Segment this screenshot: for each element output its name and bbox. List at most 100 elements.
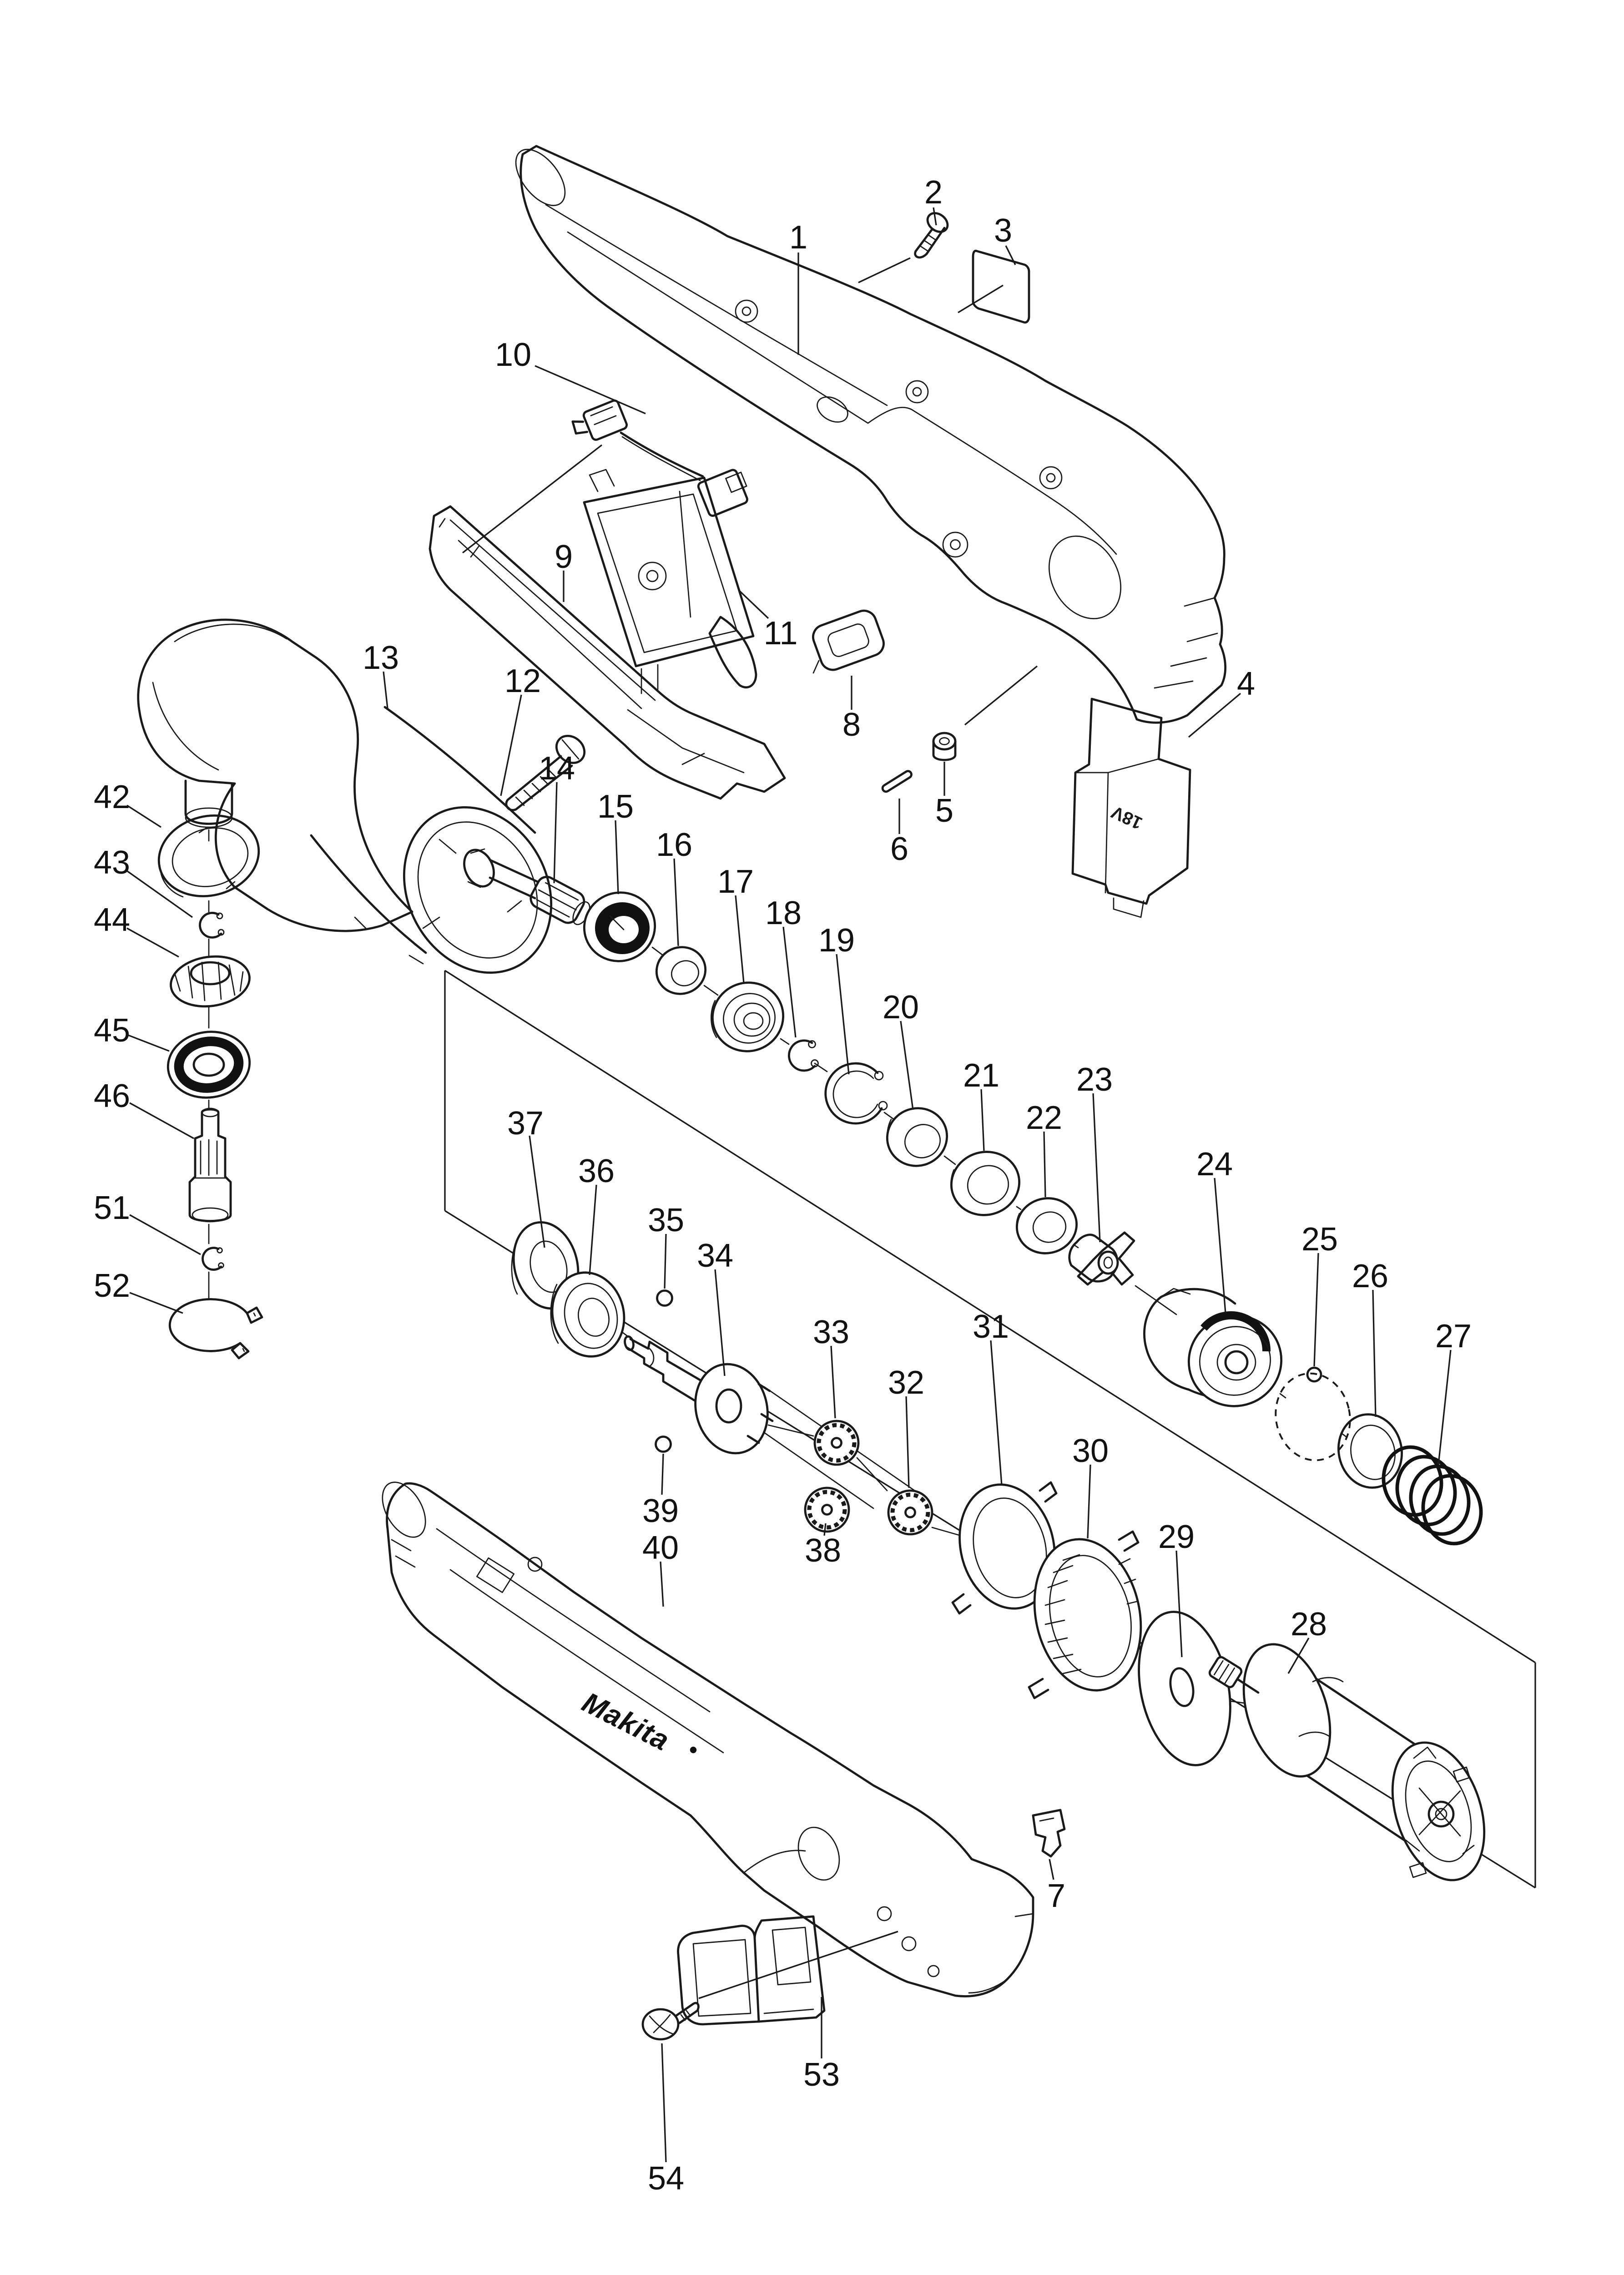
leader-part-52 xyxy=(129,1292,183,1314)
part-label-22: 22 xyxy=(1026,1100,1062,1136)
part-label-4: 4 xyxy=(1237,666,1255,702)
part-10 xyxy=(571,399,748,517)
part-7 xyxy=(1032,1809,1066,1858)
leader-part-44 xyxy=(126,927,179,958)
leader-part-33 xyxy=(830,1345,836,1419)
part-label-25: 25 xyxy=(1301,1221,1338,1258)
leader-part-15 xyxy=(615,820,619,895)
part-46 xyxy=(188,1107,232,1223)
part-39 xyxy=(655,1436,672,1453)
leader-part-32 xyxy=(905,1396,910,1488)
part-label-52: 52 xyxy=(94,1268,130,1304)
leader-part-46 xyxy=(129,1102,194,1139)
part-label-54: 54 xyxy=(648,2160,684,2197)
part-label-43: 43 xyxy=(94,844,130,881)
part-20 xyxy=(886,1107,948,1167)
part-label-14: 14 xyxy=(539,750,575,787)
part-53 xyxy=(677,1915,826,2026)
part-33 xyxy=(813,1420,860,1466)
part-label-40: 40 xyxy=(642,1530,679,1566)
part-label-30: 30 xyxy=(1072,1433,1109,1469)
part-44 xyxy=(170,955,251,1008)
part-label-45: 45 xyxy=(94,1012,130,1049)
part-32 xyxy=(887,1489,933,1536)
leader-part-2 xyxy=(858,257,911,283)
leader-part-3 xyxy=(958,284,1004,313)
leader-part-39 xyxy=(661,1453,664,1495)
leader-part-2 xyxy=(933,207,937,226)
leader-part-23 xyxy=(1092,1093,1101,1243)
leader-part-19 xyxy=(836,954,850,1075)
leader-part-25 xyxy=(1313,1253,1319,1367)
part-label-6: 6 xyxy=(890,831,908,867)
part-5 xyxy=(932,732,957,761)
leader-part-11 xyxy=(739,590,769,619)
part-label-10: 10 xyxy=(495,337,531,373)
part-label-51: 51 xyxy=(94,1190,130,1226)
part-label-2: 2 xyxy=(924,174,943,211)
part-38 xyxy=(804,1486,850,1533)
part-42 xyxy=(157,814,260,898)
leader-part-27 xyxy=(1437,1350,1452,1465)
part-label-17: 17 xyxy=(717,864,754,900)
part-43 xyxy=(199,911,225,939)
part-45 xyxy=(166,1031,251,1099)
leader-part-4 xyxy=(1188,693,1241,738)
leader-part-16 xyxy=(673,858,679,946)
part-label-37: 37 xyxy=(507,1105,544,1142)
leader-part-51 xyxy=(129,1214,201,1255)
part-8 xyxy=(812,609,885,674)
leader-part-38 xyxy=(823,1523,827,1536)
leader-part-29 xyxy=(1175,1550,1183,1658)
part-label-28: 28 xyxy=(1291,1606,1327,1643)
leader-part-13 xyxy=(383,671,388,709)
part-label-12: 12 xyxy=(504,663,541,699)
part-label-53: 53 xyxy=(803,2057,840,2093)
leader-part-35 xyxy=(664,1234,667,1289)
leader-part-45 xyxy=(126,1034,170,1052)
part-label-18: 18 xyxy=(765,895,802,931)
leader-part-7 xyxy=(1049,1859,1054,1880)
leader-part-28 xyxy=(1287,1638,1310,1674)
part-36 xyxy=(550,1271,625,1358)
part-12 xyxy=(505,734,586,811)
leader-part-26 xyxy=(1372,1289,1377,1417)
part-11 xyxy=(583,469,757,694)
leader-part-22 xyxy=(1043,1131,1046,1198)
part-13 xyxy=(137,618,553,974)
part-24 xyxy=(1143,1288,1283,1407)
part-number-labels: 1234567891011121314151617181920212223242… xyxy=(94,174,1472,2197)
part-22 xyxy=(1015,1197,1078,1254)
part-label-21: 21 xyxy=(963,1057,999,1094)
leader-part-43 xyxy=(126,870,193,918)
part-9 xyxy=(429,505,786,800)
part-label-34: 34 xyxy=(697,1238,733,1274)
part-label-39: 39 xyxy=(642,1493,679,1529)
leader-part-5 xyxy=(964,665,1038,726)
part-label-44: 44 xyxy=(94,902,130,938)
part-18 xyxy=(788,1039,819,1072)
part-26 xyxy=(1337,1413,1403,1489)
part-label-20: 20 xyxy=(883,989,919,1026)
part-1 xyxy=(515,145,1227,724)
leader-part-3 xyxy=(1005,245,1016,265)
part-label-8: 8 xyxy=(842,707,861,743)
part-28 xyxy=(1208,1643,1486,1881)
part-label-35: 35 xyxy=(648,1202,684,1239)
part-label-5: 5 xyxy=(935,793,953,829)
leader-part-10 xyxy=(462,444,603,554)
leader-part-42 xyxy=(126,804,161,828)
part-label-19: 19 xyxy=(818,922,855,959)
part-19 xyxy=(824,1062,888,1125)
part-label-46: 46 xyxy=(94,1078,130,1114)
part-label-15: 15 xyxy=(597,789,634,825)
part-15 xyxy=(583,891,656,962)
part-label-31: 31 xyxy=(973,1309,1009,1345)
part-label-33: 33 xyxy=(813,1314,849,1350)
leader-part-53 xyxy=(698,1931,898,1999)
part-17 xyxy=(711,981,785,1052)
part-23 xyxy=(1068,1231,1135,1286)
